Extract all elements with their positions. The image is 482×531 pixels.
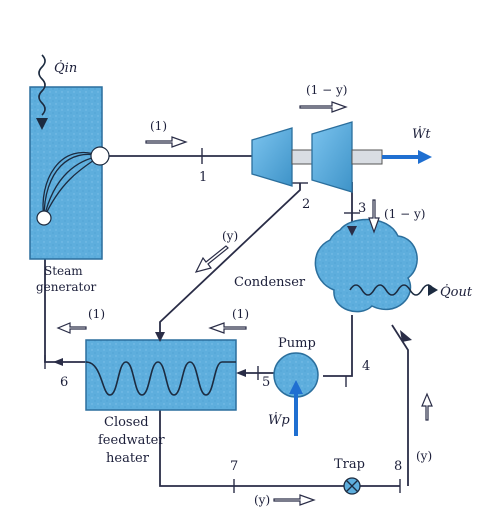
state-3-label: 3 <box>358 201 366 216</box>
q-in-label: Q̇in <box>54 60 77 76</box>
flow-arrow-drain <box>273 494 316 506</box>
turbine-work-label: Ẇt <box>412 125 431 142</box>
state-7-label: 7 <box>230 459 238 474</box>
flow-label-drain: (y) <box>254 493 270 507</box>
heater-label-1: Closed <box>104 415 149 430</box>
hp-turbine-stage <box>251 127 293 187</box>
heat-input-wave <box>38 54 46 116</box>
flow-label-state-1: (1) <box>150 119 167 133</box>
labels: Q̇in (1) 1 (1 − y) Ẇt 2 3 (1 − y) (y) Co… <box>36 60 473 507</box>
flow-label-extraction: (y) <box>222 229 238 243</box>
steam-generator <box>29 54 110 260</box>
state-1-label: 1 <box>199 170 207 185</box>
steam-generator-label-2: generator <box>36 280 97 294</box>
extraction-inlet-arrowhead <box>155 332 165 342</box>
generator-return-arrowhead <box>53 358 63 366</box>
trap-label: Trap <box>334 457 365 472</box>
heat-out-wave <box>349 284 435 296</box>
heater-label-3: heater <box>106 451 150 466</box>
flow-arrow-state-3 <box>368 199 380 234</box>
flow-arrows <box>56 101 433 506</box>
condenser <box>314 218 438 313</box>
heater-inlet-arrowhead <box>236 369 246 377</box>
turbine <box>251 121 383 193</box>
flow-label-heater-out: (1) <box>88 307 105 321</box>
state-8-label: 8 <box>394 459 402 474</box>
q-out-label: Q̇out <box>440 284 473 300</box>
state-2-label: 2 <box>302 197 310 212</box>
steam-drum <box>90 146 110 166</box>
flow-arrow-heater-in <box>208 322 247 334</box>
output-shaft <box>351 149 383 165</box>
pipe-arrowheads <box>53 226 412 377</box>
flow-label-one-minus-y-side: (1 − y) <box>384 207 425 221</box>
steam-generator-label-1: Steam <box>44 264 83 278</box>
flow-label-one-minus-y-top: (1 − y) <box>306 83 347 97</box>
pump-label: Pump <box>278 336 316 351</box>
turbine-coupling <box>291 149 313 165</box>
closed-feedwater-heater <box>85 339 237 411</box>
heat-input-arrowhead <box>36 118 48 130</box>
flow-arrow-drain-up <box>421 392 433 421</box>
heater-tube-coil <box>85 361 236 396</box>
turbine-work-arrowhead <box>418 150 432 164</box>
flow-label-heater-in: (1) <box>232 307 249 321</box>
flow-arrow-state-1 <box>145 136 188 148</box>
state-6-label: 6 <box>60 375 68 390</box>
pump-work-arrowhead <box>289 380 303 394</box>
flow-label-drain-up: (y) <box>416 449 432 463</box>
condenser-label: Condenser <box>234 275 306 290</box>
lp-turbine-stage <box>311 121 353 193</box>
pump-work-label: Ẇp <box>268 411 290 428</box>
heater-label-2: feedwater <box>98 433 165 448</box>
condenser-inlet-arrowhead <box>347 226 357 236</box>
work-arrows <box>289 150 432 436</box>
heat-out-arrowhead <box>428 284 438 296</box>
flow-arrow-heater-out <box>56 322 87 334</box>
flow-arrow-one-minus-y <box>299 101 348 113</box>
mud-drum <box>36 210 52 226</box>
condenser-return-arrowhead <box>400 330 412 342</box>
state-ticks <box>44 148 401 493</box>
state-4-label: 4 <box>362 359 370 374</box>
state-5-label: 5 <box>262 375 270 390</box>
trap <box>343 477 361 495</box>
flow-arrow-extraction <box>194 245 229 273</box>
